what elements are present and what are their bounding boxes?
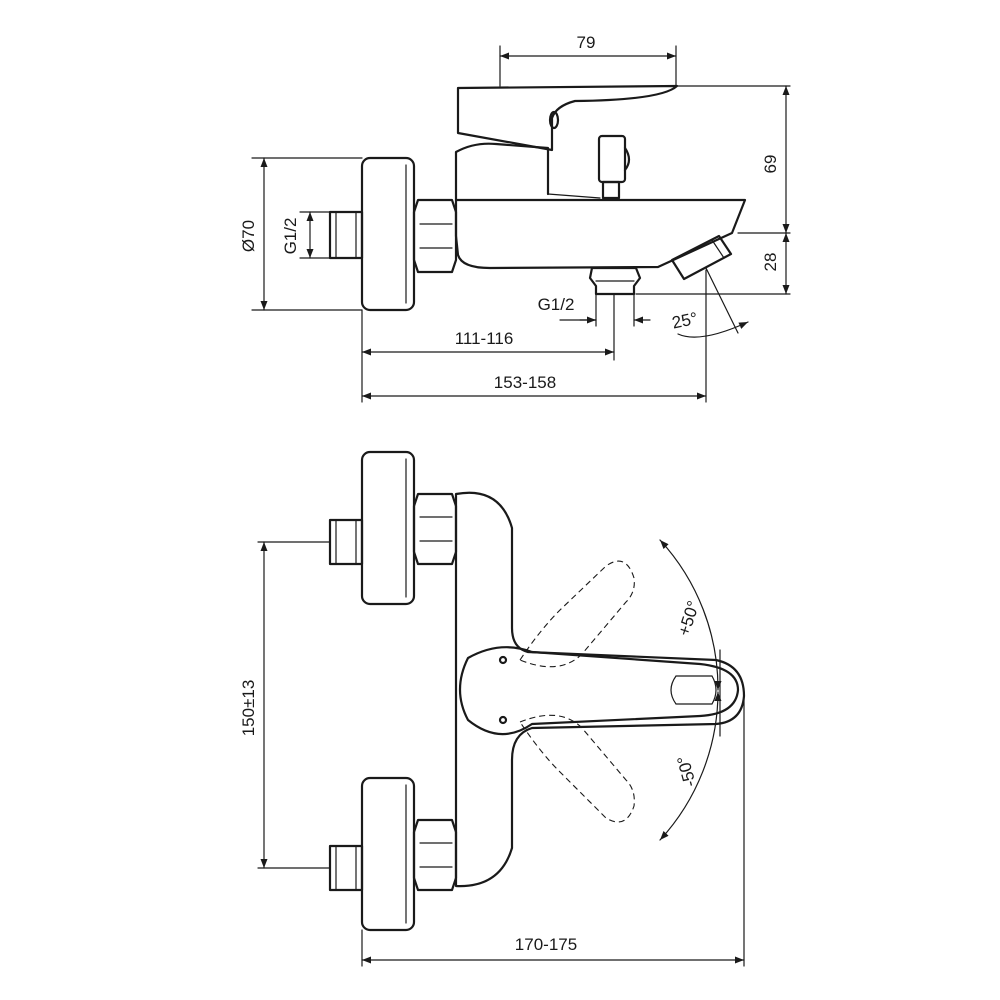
dim-spout-angle: 25° (670, 309, 699, 333)
lever-ghost-up (519, 560, 635, 668)
dim-spout-height: 28 (761, 253, 780, 272)
mixer-body (454, 198, 747, 270)
diverter-knob (597, 134, 627, 184)
side-view: 79 69 28 Ø70 G1/2 G1/2 25° 111-116 153-1… (239, 33, 791, 403)
dim-spout-projection: 153-158 (494, 373, 556, 392)
inlet-nipple-bottom (328, 844, 364, 892)
dim-outlet-thread: G1/2 (538, 295, 575, 314)
dim-lever-reach: 170-175 (515, 935, 577, 954)
dim-inlet-thread: G1/2 (281, 218, 300, 255)
lever-handle (456, 84, 679, 152)
cartridge-housing (454, 142, 550, 202)
mixer-body-front (454, 491, 746, 888)
dim-rosette-diameter: Ø70 (239, 220, 258, 252)
hex-nut-top (412, 492, 458, 566)
inlet-nipple-top (328, 518, 364, 566)
lever-front (458, 646, 740, 736)
dim-lever-height: 69 (761, 155, 780, 174)
inlet-nipple (328, 210, 364, 260)
dim-lever-up-angle: +50° (674, 598, 703, 638)
dim-lever-down-angle: -50° (673, 754, 699, 789)
lever-ghost-down (519, 714, 635, 823)
hex-nut-bottom (412, 818, 458, 892)
dim-outlet-projection: 111-116 (455, 329, 514, 348)
dim-top-width: 79 (577, 33, 596, 52)
dim-inlet-spacing: 150±13 (239, 680, 258, 737)
hex-nut (412, 198, 458, 274)
front-view: 150±13 170-175 +50° -50° (239, 450, 746, 967)
spout-aerator (670, 234, 733, 281)
